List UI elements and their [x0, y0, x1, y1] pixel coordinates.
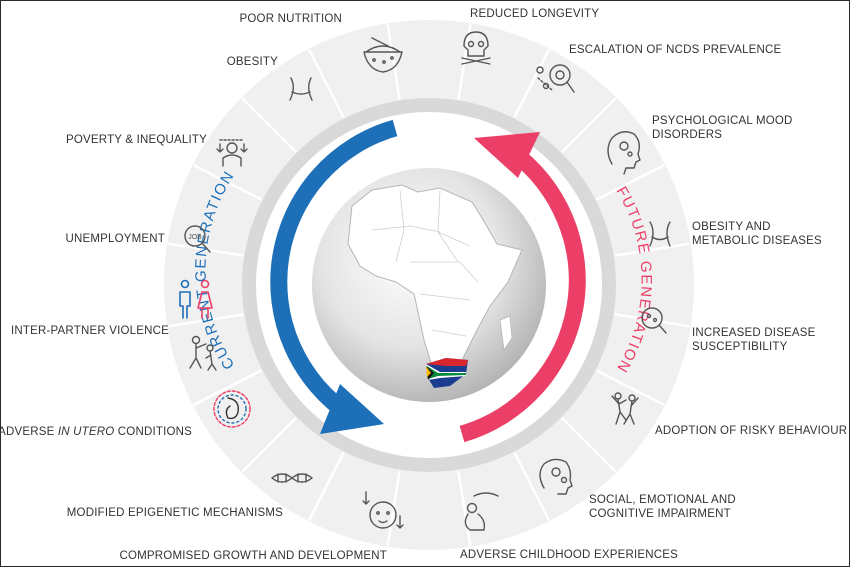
couple-icon [179, 279, 213, 319]
poverty-icon [216, 139, 248, 167]
ring-divider [513, 451, 551, 521]
dancing-people-icon [611, 392, 639, 425]
waist-icon [289, 77, 313, 101]
magnifier-disease-icon [641, 307, 667, 334]
label-risky-behaviour: ADOPTION OF RISKY BEHAVIOUR [655, 425, 848, 437]
head-brain-icon [607, 131, 641, 175]
label-modified-epigenetic: MODIFIED EPIGENETIC MECHANISMS [66, 507, 283, 519]
ring-divider [193, 163, 263, 201]
label-adverse-childhood: ADVERSE CHILDHOOD EXPERIENCES [460, 549, 678, 561]
ring-divider [168, 313, 244, 328]
ring-divider [614, 242, 690, 257]
inner-ring [242, 98, 616, 472]
bowl-icon [363, 37, 403, 73]
south-africa-flag [426, 358, 468, 388]
ring-divider [168, 242, 244, 257]
africa-map [347, 184, 523, 373]
head-gears-icon [539, 458, 573, 495]
ring-divider [386, 24, 401, 100]
fetus-icon [213, 390, 251, 428]
baby-icon [362, 491, 404, 529]
job-search-icon: JOB [184, 225, 211, 253]
ring-divider [241, 417, 297, 473]
label-inter-partner-violence: INTER-PARTNER VIOLENCE [11, 325, 169, 337]
ring-divider [457, 470, 472, 546]
label-poverty-inequality: POVERTY & INEQUALITY [66, 134, 207, 146]
ring-divider [193, 369, 263, 407]
label-unemployment: UNEMPLOYMENT [65, 233, 165, 245]
ring-divider [307, 49, 345, 119]
ring-divider [561, 97, 617, 153]
ring-divider [614, 313, 690, 328]
ring-divider [241, 97, 297, 153]
label-obesity: OBESITY [226, 56, 278, 68]
ring-divider [595, 163, 665, 201]
label-increased-disease: INCREASED DISEASE SUSCEPTIBILITY [692, 327, 816, 353]
label-reduced-longevity: REDUCED LONGEVITY [470, 8, 600, 20]
label-compromised-growth: COMPROMISED GROWTH AND DEVELOPMENT [119, 550, 387, 562]
current-generation-arrow [270, 119, 398, 434]
ring-divider [513, 49, 551, 119]
label-psychological-mood: PSYCHOLOGICAL MOOD DISORDERS [652, 115, 793, 141]
svg-text:JOB: JOB [188, 234, 202, 241]
label-escalation-ncds: ESCALATION OF NCDS PREVALENCE [569, 44, 782, 56]
ring-divider [561, 417, 617, 473]
magnifier-virus-icon [536, 64, 575, 93]
violence-icon [189, 335, 217, 371]
future-generation-arrow [459, 132, 586, 443]
skull-icon [461, 31, 491, 65]
label-poor-nutrition: POOR NUTRITION [239, 13, 342, 25]
sad-child-icon [464, 492, 499, 531]
waist-icon [649, 221, 671, 247]
label-social-emotional: SOCIAL, EMOTIONAL AND COGNITIVE IMPAIRME… [589, 494, 736, 520]
ring-divider [595, 369, 665, 407]
ring-divider [307, 451, 345, 521]
label-obesity-metabolic: OBESITY AND METABOLIC DISEASES [692, 221, 822, 247]
madagascar [499, 315, 513, 352]
dna-icon [271, 473, 313, 483]
label-adverse-in-utero: ADVERSE IN UTERO CONDITIONS [0, 426, 192, 438]
ring-divider [457, 24, 472, 100]
